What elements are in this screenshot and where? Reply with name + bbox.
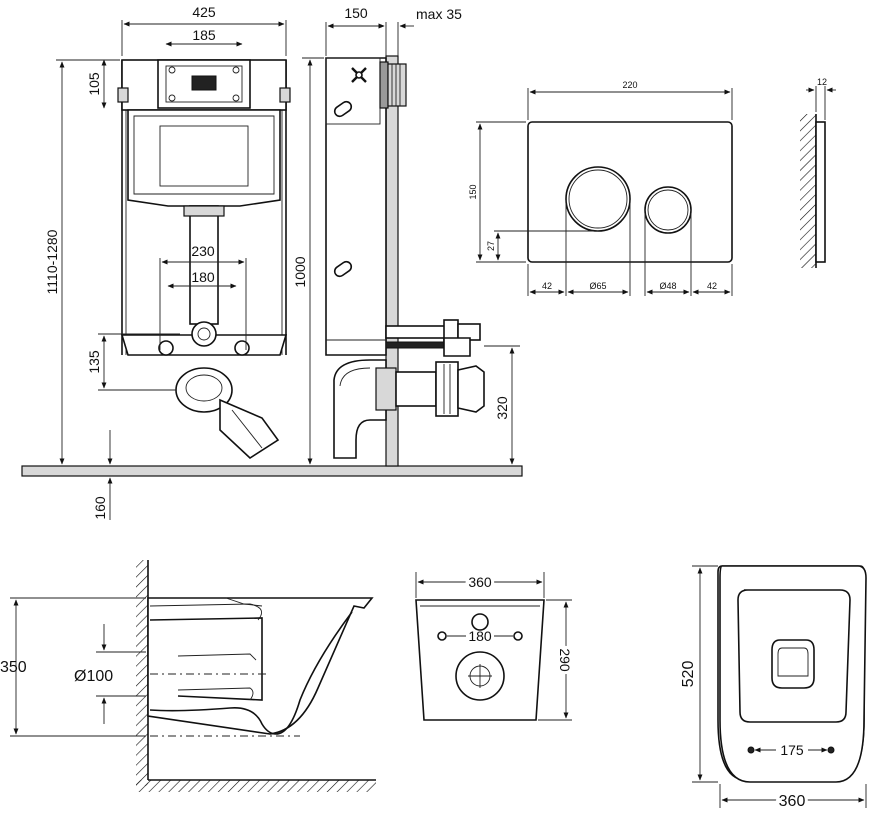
label-wall-max: max 35 <box>416 6 462 22</box>
flush-plate-front: 220 150 27 42 Ø65 Ø48 42 <box>468 80 733 296</box>
mount-hole-right <box>513 631 523 641</box>
label-floor-offset: 160 <box>92 496 108 520</box>
frame-front-view: 425 185 105 1110-1280 230 180 135 160 <box>21 4 523 520</box>
cistern-window <box>159 125 249 187</box>
flush-plate-side: 12 <box>800 77 836 268</box>
outlet-pipe <box>395 371 437 407</box>
label-top-length: 520 <box>680 661 697 688</box>
label-left-margin: 42 <box>542 281 552 291</box>
outlet-elbow-edge <box>231 409 263 449</box>
label-top-bolt-spacing: 175 <box>780 742 804 758</box>
cistern-inner <box>133 115 275 195</box>
outlet-connector-inner <box>197 327 211 341</box>
label-rear-width: 360 <box>468 574 492 590</box>
label-pipe-diameter: Ø100 <box>74 668 113 685</box>
label-frame-height: 1000 <box>292 256 308 287</box>
label-plate-height: 150 <box>468 184 478 199</box>
label-top-bracket: 185 <box>192 27 216 43</box>
label-side-outlet: 320 <box>494 396 510 420</box>
mount-hole-right <box>827 746 835 754</box>
label-outlet-height: 135 <box>86 350 102 374</box>
stud-left <box>158 340 174 356</box>
flush-plate-mount <box>379 61 389 109</box>
label-big-button: Ø65 <box>589 281 606 291</box>
adjust-slot-bottom <box>333 260 353 278</box>
floor-hatch <box>136 780 376 792</box>
flush-pipe-collar <box>183 205 225 217</box>
toilet-rear-outline <box>415 599 545 721</box>
toilet-rear-view: 180 360 290 <box>415 571 576 721</box>
flush-valve-inner <box>165 65 243 103</box>
plate-profile <box>815 121 826 263</box>
stud-right <box>234 340 250 356</box>
cistern-tank <box>127 109 281 207</box>
outlet-flange <box>435 361 459 417</box>
wall-hatch <box>800 114 816 268</box>
label-pipe-inner: 180 <box>191 269 215 285</box>
flush-rod <box>385 341 445 349</box>
floor-line <box>21 465 523 477</box>
flush-plate-side <box>387 63 407 107</box>
stud-bolt <box>385 325 447 339</box>
label-right-margin: 42 <box>707 281 717 291</box>
drain-opening <box>771 639 815 689</box>
outlet-connector <box>191 321 217 347</box>
toilet-top-outline <box>719 565 867 783</box>
bolt-icon <box>232 94 240 102</box>
side-clip-left <box>117 87 129 103</box>
bowl-trapway <box>149 611 353 735</box>
outlet-bend <box>333 359 387 459</box>
label-rear-bolt-spacing: 180 <box>468 628 492 644</box>
mount-hole-left <box>437 631 447 641</box>
label-frame-width: 425 <box>192 4 216 20</box>
label-total-height: 1110-1280 <box>44 229 60 294</box>
label-top-width: 360 <box>779 793 806 810</box>
label-plate-width: 220 <box>622 80 637 90</box>
bolt-icon <box>168 66 176 74</box>
toilet-top-view: 175 520 360 <box>677 565 867 813</box>
outlet-elbow-pipe <box>219 398 280 460</box>
side-clip-right <box>279 87 291 103</box>
toilet-bowl-side <box>147 597 374 735</box>
flush-pipe <box>189 205 219 325</box>
adjust-slot-top <box>333 100 353 118</box>
mount-hole-left <box>747 746 755 754</box>
flush-valve-core <box>191 75 217 91</box>
bowl-rim <box>149 617 263 701</box>
label-bowl-height: 350 <box>0 659 27 676</box>
frame-side-view: 150 max 35 1000 320 <box>292 5 520 467</box>
label-button-offset: 27 <box>486 241 496 251</box>
bolt-icon <box>168 94 176 102</box>
label-pipe-outer: 230 <box>191 243 215 259</box>
label-depth: 150 <box>344 5 368 21</box>
toilet-side-section: 350 Ø100 <box>0 560 376 792</box>
top-hole <box>471 613 489 631</box>
outlet-end <box>457 365 485 413</box>
frame-side-body <box>325 57 387 356</box>
wall-hatch-left <box>136 560 148 786</box>
label-rear-height: 290 <box>557 648 573 672</box>
label-plate-thickness: 12 <box>817 77 827 87</box>
label-small-button: Ø48 <box>659 281 676 291</box>
outlet-hole <box>455 651 505 701</box>
bolt-icon <box>232 66 240 74</box>
outlet-elbow-inner <box>185 374 223 402</box>
bowl-opening <box>737 589 851 723</box>
flush-connector <box>443 337 471 357</box>
label-top-height: 105 <box>86 72 102 96</box>
outlet-collar <box>375 367 397 411</box>
